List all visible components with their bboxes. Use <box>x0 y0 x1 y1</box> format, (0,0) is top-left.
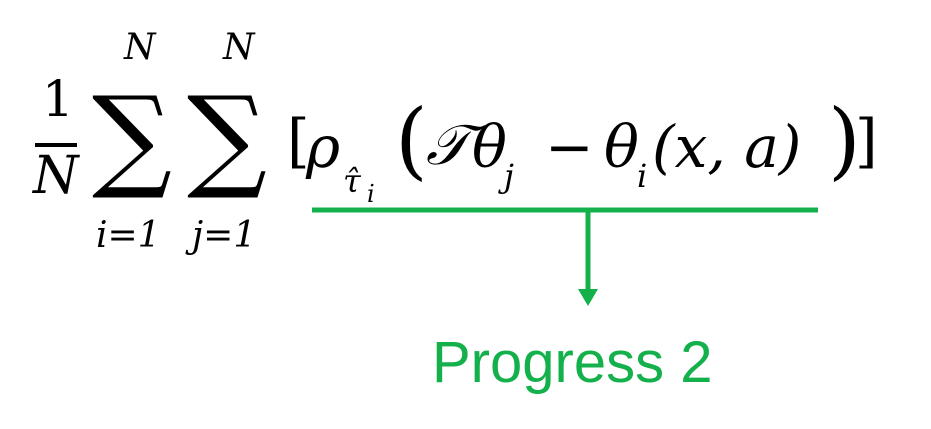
rho-subscript-index: i <box>367 180 375 208</box>
sum1-upper-limit: N <box>124 27 156 68</box>
progress-label: Progress 2 <box>432 330 713 395</box>
right-bracket: ] <box>855 107 878 175</box>
sum2-sigma: ∑ <box>187 73 267 203</box>
theta-j-symbol: θ <box>472 113 507 181</box>
bellman-operator-symbol: 𝒯 <box>426 113 469 178</box>
sum1-sigma: ∑ <box>92 73 172 203</box>
rho-symbol: ρ <box>306 113 341 181</box>
theta-i-arguments: (x, a) <box>652 113 802 181</box>
annotation-arrow-head <box>578 289 598 306</box>
fraction-bar <box>35 143 77 147</box>
minus-sign: − <box>545 113 594 181</box>
theta-j-subscript: j <box>504 157 514 195</box>
fraction-denominator: N <box>33 146 79 206</box>
rho-subscript-tau-hat: τ̂ <box>343 162 361 200</box>
fraction-numerator: 1 <box>42 70 74 128</box>
sum2-upper-limit: N <box>223 27 255 68</box>
right-paren: ) <box>828 91 861 189</box>
theta-i-symbol: θ <box>604 113 639 181</box>
sum2-lower-limit: j=1 <box>192 215 257 256</box>
sum1-lower-limit: i=1 <box>96 215 161 256</box>
theta-i-subscript: i <box>637 157 648 195</box>
left-paren: ( <box>395 91 428 189</box>
left-bracket: [ <box>287 107 310 175</box>
